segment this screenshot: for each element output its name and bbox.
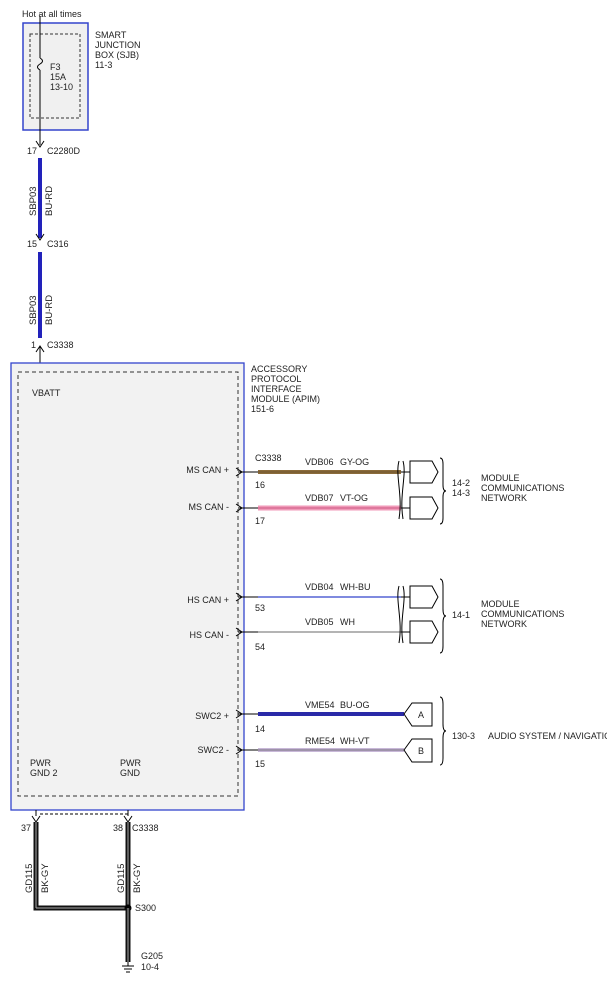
- circuit-vdb06: VDB06: [305, 457, 334, 467]
- pin-label-swc2-minus: SWC2 -: [197, 745, 230, 755]
- apim-name: ACCESSORY PROTOCOL INTERFACE MODULE (API…: [251, 364, 321, 414]
- audio-destination: AUDIO SYSTEM / NAVIGATION: [488, 731, 607, 741]
- wire-sbp03-a-color: BU-RD: [44, 185, 55, 216]
- hot-at-all-times-label: Hot at all times: [22, 9, 82, 19]
- fuse-label: F3 15A 13-10: [50, 62, 74, 92]
- c3338-top-name: C3338: [47, 340, 74, 350]
- circuit-vdb05: VDB05: [305, 617, 334, 627]
- wire-sbp03-b-circuit: SBP03: [28, 295, 39, 325]
- pin-number-17: 17: [255, 516, 266, 526]
- sjb-inner-dashed: [29, 33, 81, 119]
- c2280d-pin: 17: [27, 146, 38, 156]
- c2280d-name: C2280D: [47, 146, 81, 156]
- hs-destination: MODULE COMMUNICATIONS NETWORK: [481, 599, 565, 629]
- ground-name: G205: [141, 951, 164, 961]
- hs-ref-page: 14-1: [452, 610, 471, 620]
- wire-sbp03-a-circuit: SBP03: [28, 186, 39, 216]
- connector-a: [403, 702, 433, 727]
- pin-label-swc2-plus: SWC2 +: [195, 711, 229, 721]
- swc2-minus-wire: [235, 745, 404, 755]
- ms-destination: MODULE COMMUNICATIONS NETWORK: [481, 473, 565, 503]
- circuit-vdb04: VDB04: [305, 582, 334, 592]
- pin-number-54: 54: [255, 642, 266, 652]
- pin-label-ms-can-minus: MS CAN -: [188, 502, 230, 512]
- connector-b: [403, 738, 433, 763]
- color-gy-og: GY-OG: [340, 457, 370, 467]
- wire-gd115-a-color: BK-GY: [40, 863, 51, 893]
- ms-ref-pages: 14-2 14-3: [452, 478, 471, 498]
- pin-number-14: 14: [255, 724, 266, 734]
- pin-number-16: 16: [255, 480, 266, 490]
- ground-symbol: [122, 962, 134, 973]
- color-wh-vt: WH-VT: [340, 736, 370, 746]
- color-bu-og: BU-OG: [340, 700, 370, 710]
- color-vt-og: VT-OG: [340, 493, 369, 503]
- sjb-name: SMART JUNCTION BOX (SJB) 11-3: [95, 30, 141, 70]
- wire-gd115-b-color: BK-GY: [132, 863, 143, 893]
- hs-can-minus-connector: [401, 620, 439, 644]
- pin-label-hs-can-minus: HS CAN -: [189, 630, 229, 640]
- circuit-vme54: VME54: [305, 700, 335, 710]
- color-wh-bu: WH-BU: [340, 582, 371, 592]
- gnd2-pin: 37: [21, 823, 32, 833]
- ms-can-plus-wire: [235, 467, 401, 477]
- apim-frame: [10, 362, 245, 811]
- c316-pin: 15: [27, 239, 38, 249]
- brace-ms: [439, 457, 447, 525]
- hs-can-plus-wire: [235, 592, 401, 602]
- ms-can-minus-wire: [235, 503, 401, 513]
- circuit-rme54: RME54: [305, 736, 336, 746]
- twisted-pair-ms: [397, 460, 405, 520]
- pin-number-53: 53: [255, 603, 266, 613]
- audio-ref-page: 130-3: [452, 731, 476, 741]
- twisted-pair-hs: [397, 585, 405, 644]
- connector-letter-a: A: [418, 710, 425, 720]
- connector-letter-b: B: [418, 746, 425, 756]
- circuit-vdb07: VDB07: [305, 493, 334, 503]
- pin-number-15: 15: [255, 759, 266, 769]
- color-wh: WH: [340, 617, 355, 627]
- vbatt-label: VBATT: [32, 388, 61, 398]
- hs-can-minus-wire: [235, 627, 401, 637]
- c3338-top-pin: 1: [31, 340, 37, 350]
- gnd-connector-name: C3338: [132, 823, 159, 833]
- gnd-pin: 38: [113, 823, 124, 833]
- pin-label-hs-can-plus: HS CAN +: [187, 595, 229, 605]
- wire-gd115-b-circuit: GD115: [116, 863, 127, 893]
- c3338-inner-name: C3338: [255, 453, 282, 463]
- hs-can-plus-connector: [401, 585, 439, 609]
- wire-sbp03-b-color: BU-RD: [44, 294, 55, 325]
- brace-hs: [439, 578, 447, 654]
- brace-audio: [439, 696, 447, 766]
- splice-name: S300: [135, 903, 157, 913]
- ground-ref: 10-4: [141, 962, 160, 972]
- ms-can-plus-connector: [401, 460, 439, 484]
- fuse-symbol: [37, 57, 43, 71]
- pwr-gnd-label: PWR GND: [120, 758, 141, 778]
- pin-label-ms-can-plus: MS CAN +: [186, 465, 229, 475]
- pwr-gnd2-label: PWR GND 2: [30, 758, 58, 778]
- swc2-plus-wire: [235, 709, 404, 719]
- wire-gd115-a-circuit: GD115: [24, 863, 35, 893]
- ms-can-minus-connector: [401, 496, 439, 520]
- c316-name: C316: [47, 239, 69, 249]
- sjb-box: [22, 22, 89, 131]
